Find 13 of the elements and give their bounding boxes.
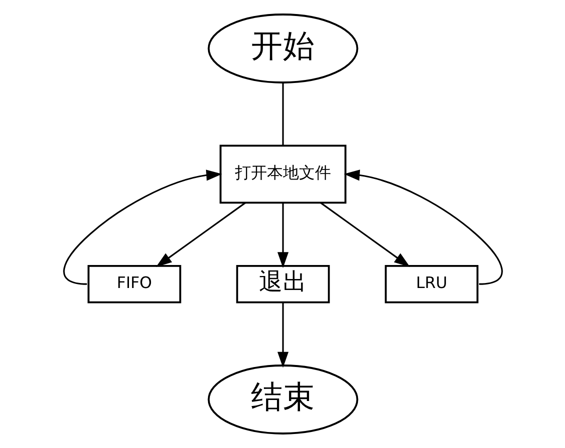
node-box: FIFO <box>87 264 181 304</box>
node-ellipse: 结束 <box>207 364 358 434</box>
node-box: 退出 <box>236 264 330 304</box>
connector <box>282 82 284 146</box>
node-ellipse: 开始 <box>207 14 358 84</box>
arrow <box>63 170 222 285</box>
arrow <box>156 202 246 267</box>
arrow <box>276 202 288 268</box>
node-box: LRU <box>384 264 478 304</box>
arrow <box>276 302 288 368</box>
node-box: 打开本地文件 <box>219 144 346 204</box>
arrow <box>320 202 410 267</box>
arrow <box>343 170 502 285</box>
